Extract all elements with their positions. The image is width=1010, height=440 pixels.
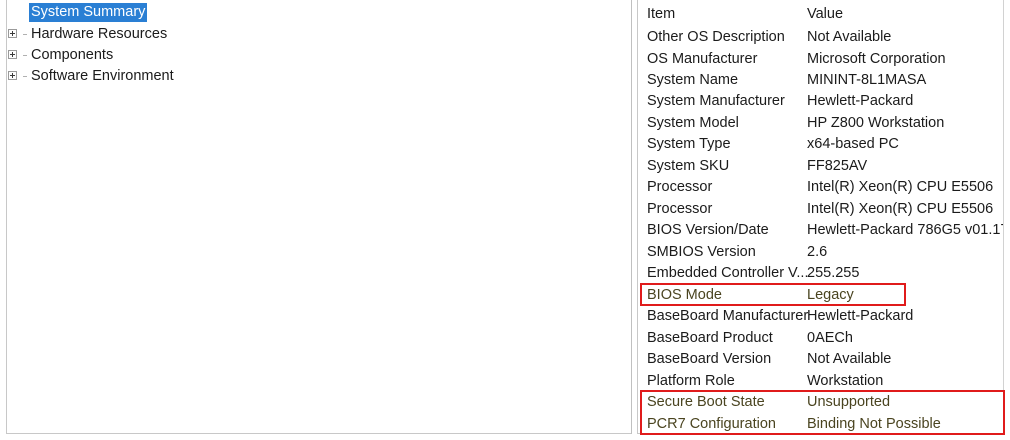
- detail-item-label: Processor: [647, 179, 713, 195]
- detail-item-value: Hewlett-Packard: [807, 308, 914, 324]
- detail-item-label: Other OS Description: [647, 29, 785, 45]
- detail-item-label: Processor: [647, 201, 713, 217]
- details-header-row[interactable]: Item Value: [638, 3, 1004, 25]
- detail-item-value: Not Available: [807, 29, 892, 45]
- details-row[interactable]: Other OS Description Not Available: [638, 26, 1004, 48]
- details-row[interactable]: System Type x64-based PC: [638, 133, 1004, 155]
- detail-item-value: x64-based PC: [807, 136, 899, 152]
- plus-icon[interactable]: [8, 70, 17, 80]
- detail-item-value: Intel(R) Xeon(R) CPU E5506: [807, 179, 994, 195]
- tree-item-system-summary[interactable]: System Summary: [7, 2, 148, 23]
- details-row[interactable]: System Model HP Z800 Workstation: [638, 112, 1004, 134]
- detail-item-label: System Type: [647, 136, 731, 152]
- detail-item-value: 2.6: [807, 244, 828, 260]
- tree-item-hardware-resources[interactable]: Hardware Resources: [7, 24, 169, 45]
- details-row[interactable]: System Name MININT-8L1MASA: [638, 69, 1004, 91]
- detail-item-label: BIOS Version/Date: [647, 222, 769, 238]
- tree-item-label: System Summary: [29, 3, 148, 22]
- details-row[interactable]: SMBIOS Version 2.6: [638, 241, 1004, 263]
- tree-connector-line: [23, 55, 27, 56]
- details-row[interactable]: Processor Intel(R) Xeon(R) CPU E5506: [638, 176, 1004, 198]
- detail-item-value: HP Z800 Workstation: [807, 115, 945, 131]
- details-row[interactable]: Secure Boot State Unsupported: [638, 391, 1004, 413]
- details-row[interactable]: Platform Role Workstation: [638, 370, 1004, 392]
- details-row[interactable]: Embedded Controller V...255.255: [638, 262, 1004, 284]
- tree-connector-line: [23, 34, 27, 35]
- detail-item-value: Hewlett-Packard 786G5 v01.17, 8/: [807, 222, 1004, 238]
- detail-item-label: BaseBoard Product: [647, 330, 773, 346]
- detail-item-label: System Manufacturer: [647, 93, 785, 109]
- detail-item-label: BaseBoard Version: [647, 351, 772, 367]
- column-header-value: Value: [807, 6, 844, 22]
- tree-item-components[interactable]: Components: [7, 45, 115, 66]
- details-row[interactable]: BIOS Version/Date Hewlett-Packard 786G5 v…: [638, 219, 1004, 241]
- detail-item-label: System Name: [647, 72, 739, 88]
- pane-divider[interactable]: [631, 0, 632, 434]
- detail-item-value: 0AECh: [807, 330, 853, 346]
- detail-item-value: Workstation: [807, 373, 884, 389]
- tree-item-label: Components: [31, 47, 114, 64]
- details-row[interactable]: PCR7 Configuration Binding Not Possible: [638, 413, 1004, 433]
- detail-item-value: Not Available: [807, 351, 892, 367]
- details-row[interactable]: BaseBoard Product 0AECh: [638, 327, 1004, 349]
- detail-item-label: OS Manufacturer: [647, 51, 758, 67]
- plus-icon[interactable]: [8, 28, 17, 38]
- details-row[interactable]: Processor Intel(R) Xeon(R) CPU E5506: [638, 198, 1004, 220]
- tree-item-label: Software Environment: [31, 68, 174, 85]
- detail-item-label: BIOS Mode: [647, 287, 722, 303]
- details-row[interactable]: System Manufacturer Hewlett-Packard: [638, 90, 1004, 112]
- detail-item-label: Platform Role: [647, 373, 735, 389]
- detail-item-value: Hewlett-Packard: [807, 93, 914, 109]
- detail-item-value: 255.255: [807, 265, 860, 281]
- detail-item-value: Legacy: [807, 287, 854, 303]
- detail-item-value: Microsoft Corporation: [807, 51, 946, 67]
- details-row[interactable]: BaseBoard Version Not Available: [638, 348, 1004, 370]
- tree-connector-line: [23, 76, 27, 77]
- detail-item-label: Secure Boot State: [647, 394, 765, 410]
- detail-item-label: BaseBoard Manufacturer: [647, 308, 809, 324]
- details-pane-right-edge: [1003, 0, 1004, 434]
- tree-expander-slot: [7, 45, 29, 66]
- detail-item-value: Unsupported: [807, 394, 891, 410]
- detail-item-label: Embedded Controller V...: [647, 265, 809, 281]
- detail-item-value: Binding Not Possible: [807, 416, 941, 432]
- tree-expander-slot: [7, 24, 29, 45]
- details-row[interactable]: BIOS Mode Legacy: [638, 284, 1004, 306]
- detail-item-value: MININT-8L1MASA: [807, 72, 927, 88]
- tree-item-label: Hardware Resources: [31, 26, 168, 43]
- tree-expander-slot: [7, 66, 29, 87]
- pane-divider-secondary: [637, 0, 638, 434]
- tree-item-software-environment[interactable]: Software Environment: [7, 66, 176, 87]
- detail-item-label: PCR7 Configuration: [647, 416, 776, 432]
- details-row[interactable]: OS Manufacturer Microsoft Corporation: [638, 48, 1004, 70]
- detail-item-value: Intel(R) Xeon(R) CPU E5506: [807, 201, 994, 217]
- detail-item-label: System Model: [647, 115, 739, 131]
- plus-icon[interactable]: [8, 49, 17, 59]
- detail-item-label: System SKU: [647, 158, 730, 174]
- column-header-item: Item: [647, 6, 676, 22]
- details-row[interactable]: System SKU FF825AV: [638, 155, 1004, 177]
- detail-item-label: SMBIOS Version: [647, 244, 756, 260]
- detail-item-value: FF825AV: [807, 158, 868, 174]
